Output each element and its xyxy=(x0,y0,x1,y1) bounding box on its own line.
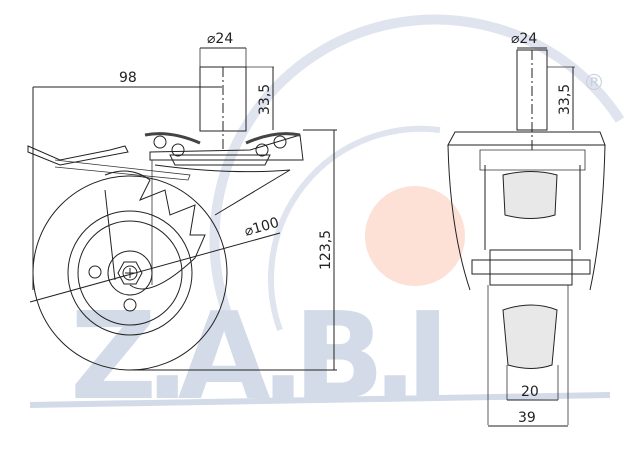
tread-width-label: 20 xyxy=(521,384,539,400)
tread-upper xyxy=(502,171,558,219)
offset-label: 98 xyxy=(119,70,137,86)
watermark-text: Z.A.B.I xyxy=(70,288,450,427)
total-height-label: 123,5 xyxy=(318,230,334,270)
overall-width-label: 39 xyxy=(518,410,536,426)
stem-diameter-label: ⌀24 xyxy=(207,31,233,47)
watermark-circle xyxy=(365,186,465,286)
front-stem-diameter-label: ⌀24 xyxy=(511,31,537,47)
registered-mark: ® xyxy=(583,71,605,96)
axle xyxy=(471,259,591,275)
tread-lower xyxy=(502,304,558,369)
stem-height-label: 33,5 xyxy=(257,84,273,115)
side-view: ⌀24 98 33,5 123,5 ⌀100 xyxy=(27,31,337,371)
front-view: ⌀24 33,5 20 39 xyxy=(447,31,606,427)
front-stem-height-label: 33,5 xyxy=(557,84,573,115)
axle-nut xyxy=(117,261,143,285)
